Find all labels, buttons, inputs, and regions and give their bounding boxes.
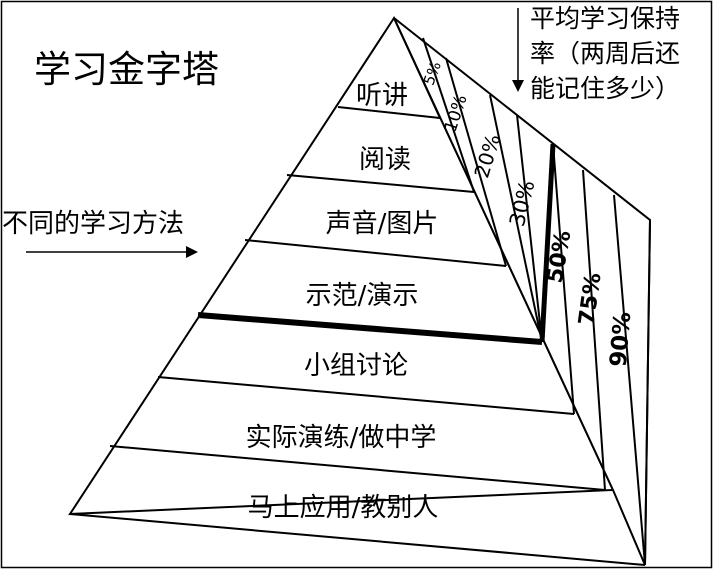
layer-label: 听讲 bbox=[356, 81, 408, 111]
retention-label-line-1: 平均学习保持 bbox=[530, 4, 680, 33]
side-col-5 bbox=[516, 114, 543, 343]
retention-label-line-3: 能记住多少） bbox=[530, 74, 680, 103]
layer-label: 阅读 bbox=[359, 145, 411, 175]
divider-6 bbox=[109, 445, 606, 491]
side-col-7 bbox=[552, 143, 575, 415]
layer-label: 声音/图片 bbox=[326, 209, 439, 239]
divider-5 bbox=[157, 376, 575, 415]
layer-label: 马上应用/教别人 bbox=[248, 493, 439, 523]
divider-4-bold bbox=[197, 312, 543, 345]
pyramid-base bbox=[69, 513, 646, 566]
side-col-10 bbox=[644, 219, 651, 566]
retention-label-line-2: 率（两周后还 bbox=[530, 39, 680, 68]
divider-1 bbox=[337, 106, 441, 119]
divider-3 bbox=[244, 239, 507, 267]
layer-label: 示范/演示 bbox=[306, 281, 419, 311]
retention-label: 90% bbox=[606, 311, 637, 368]
layer-label: 小组讨论 bbox=[304, 351, 408, 381]
methods-label: 不同的学习方法 bbox=[2, 209, 184, 239]
diagram-title: 学习金字塔 bbox=[34, 48, 219, 91]
side-col-2 bbox=[422, 37, 475, 193]
side-col-9 bbox=[613, 194, 646, 566]
side-col-4 bbox=[489, 94, 543, 343]
side-col-3 bbox=[445, 57, 507, 267]
layer-label: 实际演练/做中学 bbox=[246, 423, 437, 453]
side-col-6-bold bbox=[539, 143, 556, 343]
side-col-8 bbox=[582, 169, 606, 491]
side-col-1 bbox=[393, 17, 441, 119]
retention-arrowhead bbox=[512, 80, 524, 92]
divider-2 bbox=[286, 174, 475, 193]
methods-arrowhead bbox=[186, 246, 198, 258]
